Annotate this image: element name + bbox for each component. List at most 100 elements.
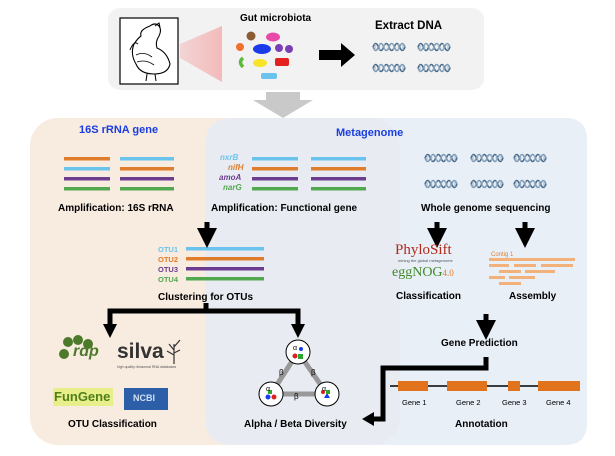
ncbi-logo-text: NCBI	[133, 393, 155, 403]
contig-read	[541, 264, 573, 267]
alpha-symbol-2: α	[266, 386, 271, 393]
annotation-connector	[372, 357, 489, 422]
amplicon-bar	[64, 157, 110, 161]
dna-icons-top	[372, 42, 451, 73]
clustering-label: Clustering for OTUs	[158, 292, 254, 303]
dna-helix-icon	[417, 42, 451, 52]
silva-tagline: high quality ribosomal RNA databases	[117, 365, 177, 369]
amplicon-bar	[120, 157, 174, 161]
amplicon-bar	[120, 177, 174, 181]
ncbi-logo	[124, 388, 168, 410]
beta-symbol-bottom: β	[294, 392, 299, 401]
contig-assembly-icon: Contig 1	[489, 252, 575, 285]
amplicon-bar	[120, 167, 174, 171]
classification-label: Classification	[396, 291, 462, 302]
amp-16s-label: Amplification: 16S rRNA	[58, 203, 174, 214]
contig-read	[525, 270, 555, 273]
silva-logo-text: silva	[117, 340, 164, 363]
otu-label-2: OTU2	[158, 255, 179, 264]
gene-label-nifh: nifH	[228, 163, 244, 172]
dna-helix-icon	[424, 179, 458, 189]
rdp-logo-text: rdp	[73, 343, 99, 360]
functional-bar	[252, 177, 298, 181]
annotation-label: Annotation	[455, 419, 508, 430]
otu-classification-label: OTU Classification	[68, 419, 157, 430]
contig-read	[499, 282, 521, 285]
contig-read	[489, 276, 505, 279]
alpha-beta-label: Alpha / Beta Diversity	[244, 419, 347, 430]
dna-helix-icon	[417, 63, 451, 73]
amplicon-bar	[64, 177, 110, 181]
amplicon-bar	[64, 187, 110, 191]
gene-label-narg: narG	[223, 183, 242, 192]
functional-bar	[311, 157, 366, 161]
functional-bar	[252, 187, 298, 191]
diversity-diagram	[258, 339, 340, 407]
gene-label-1: Gene 1	[402, 398, 427, 407]
dna-helix-icon	[372, 63, 406, 73]
amplicon-bar	[64, 167, 110, 171]
zoom-beam	[180, 26, 222, 82]
extract-dna-label: Extract DNA	[375, 20, 443, 32]
extract-arrow	[319, 43, 355, 67]
rrna-section-title: 16S rRNA gene	[79, 124, 159, 136]
16s-amplicon-bars	[64, 157, 174, 191]
rdp-logo	[59, 335, 93, 359]
dna-helix-icon	[513, 153, 547, 163]
otu-bar	[214, 257, 264, 261]
arrow-to-diversity	[291, 324, 305, 338]
metagenome-section-title: Metagenome	[336, 127, 404, 139]
otu-label-3: OTU3	[158, 265, 179, 274]
gene-track	[390, 381, 580, 391]
contig-read	[509, 276, 535, 279]
otu-bar	[214, 247, 264, 251]
phylosift-logo: PhyloSift	[395, 242, 452, 258]
contig-read	[499, 270, 521, 273]
otu-bar	[214, 267, 264, 271]
alpha-symbol-3: α	[322, 386, 327, 393]
otu-label-1: OTU1	[158, 245, 179, 254]
assembly-label: Assembly	[509, 291, 557, 302]
gene-label-amoa: amoA	[219, 173, 242, 182]
wgs-label: Whole genome sequencing	[421, 203, 551, 214]
dna-icons-metagenome	[424, 153, 547, 189]
functional-bar	[252, 167, 298, 171]
beta-symbol-right: β	[311, 368, 316, 377]
gene-label-3: Gene 3	[502, 398, 527, 407]
contig-read	[489, 264, 509, 267]
silva-tree-icon	[166, 339, 181, 364]
functional-bar	[311, 167, 366, 171]
beta-symbol-left: β	[279, 368, 284, 377]
alpha-symbol-1: α	[293, 345, 298, 352]
gene-label-4: Gene 4	[546, 398, 571, 407]
otu-bar	[214, 277, 264, 281]
functional-gene-bars	[252, 157, 366, 191]
amplicon-bar	[120, 187, 174, 191]
functional-bar	[311, 177, 366, 181]
eggnog-logo: eggNOG4.0	[392, 265, 454, 280]
contig-label: Contig 1	[491, 252, 514, 258]
chicken-icon	[119, 17, 179, 85]
phylosift-tagline: mining the global metagenome	[398, 258, 453, 263]
arrow-to-alpha-beta	[362, 412, 374, 426]
contig-read	[489, 258, 575, 261]
dna-helix-icon	[513, 179, 547, 189]
fungene-logo-text: FunGene	[54, 389, 111, 404]
dna-helix-icon	[372, 42, 406, 52]
microbes-icon	[236, 31, 293, 79]
amp-functional-label: Amplification: Functional gene	[211, 203, 358, 214]
fungene-logo-bg	[53, 388, 113, 406]
dna-helix-icon	[470, 179, 504, 189]
arrow-to-otu-classification	[103, 324, 117, 338]
gut-microbiota-label: Gut microbiota	[240, 13, 312, 24]
gene-prediction-label: Gene Prediction	[441, 338, 518, 349]
gene-label-2: Gene 2	[456, 398, 481, 407]
otu-label-4: OTU4	[158, 275, 179, 284]
otu-bars	[186, 247, 264, 281]
dna-helix-icon	[424, 153, 458, 163]
functional-bar	[252, 157, 298, 161]
dna-helix-icon	[470, 153, 504, 163]
functional-bar	[311, 187, 366, 191]
contig-read	[514, 264, 536, 267]
